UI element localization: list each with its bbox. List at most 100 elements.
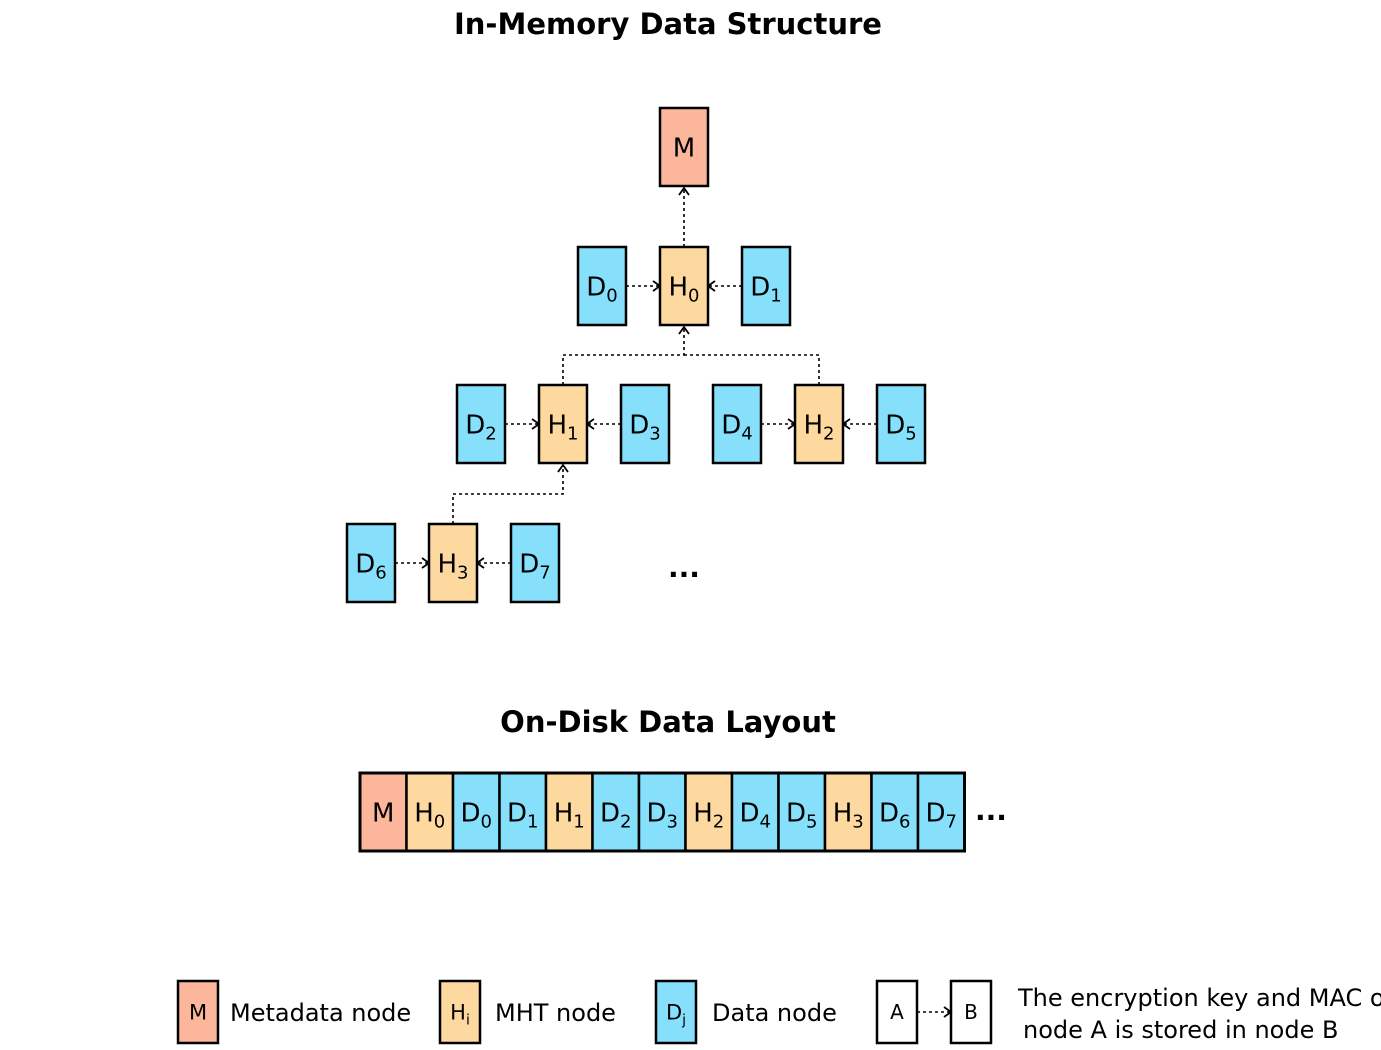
legend-node-b [949, 979, 993, 1045]
legend-data-swatch-box [654, 979, 698, 1045]
tree-node-d4: D4 [711, 383, 763, 465]
tree-node-d3: D3 [619, 383, 671, 465]
legend-metadata-swatch-box [176, 979, 220, 1045]
disk-cell-h1: H1 [544, 771, 594, 853]
tree-node-d7: D7 [509, 522, 561, 604]
tree-node-d6-label: D6 [355, 549, 386, 583]
edge-h3-h1 [452, 465, 564, 524]
tree-node-h3-box [427, 522, 479, 604]
disk-cell-d7: D7 [916, 771, 966, 853]
disk-cell-d1: D1 [498, 771, 548, 853]
on-disk-title: On-Disk Data Layout [500, 705, 836, 739]
tree-node-d1: D1 [740, 245, 792, 327]
tree-node-d5-label: D5 [885, 410, 916, 444]
tree-node-d1-box [740, 245, 792, 327]
disk-cell-h1-box [544, 771, 594, 853]
tree-node-d6: D6 [345, 522, 397, 604]
tree-node-h0-label: H0 [668, 272, 699, 306]
tree-node-d7-box [509, 522, 561, 604]
disk-cell-m-label: M [372, 798, 394, 828]
legend-mht-swatch-label: Hi [450, 1001, 470, 1029]
tree-node-d3-box [619, 383, 671, 465]
tree-node-m: M [658, 106, 710, 188]
tree-node-d0-box [576, 245, 628, 327]
tree-ellipsis: ... [668, 551, 700, 584]
disk-cell-d0-label: D0 [461, 798, 492, 832]
tree-node-d6-box [345, 522, 397, 604]
disk-cell-h0-box [405, 771, 455, 853]
disk-cell-h0-label: H0 [414, 798, 445, 832]
disk-cell-m: M [358, 771, 408, 853]
tree-node-m-box [658, 106, 710, 188]
tree-node-h1-box [537, 383, 589, 465]
disk-cell-d1-label: D1 [507, 798, 538, 832]
disk-cell-d3: D3 [637, 771, 687, 853]
disk-cell-d5: D5 [777, 771, 827, 853]
legend-data-swatch: Dj [654, 979, 698, 1045]
disk-cell-h2-label: H2 [693, 798, 724, 832]
tree-node-d1-label: D1 [750, 272, 781, 306]
legend-metadata-label: Metadata node [230, 999, 412, 1027]
edge-h3-h1-head [557, 463, 569, 473]
legend-metadata-swatch: M [176, 979, 220, 1045]
tree-node-h2-box [793, 383, 845, 465]
disk-cell-d4-label: D4 [740, 798, 771, 832]
disk-cell-h2: H2 [684, 771, 734, 853]
legend-data-label: Data node [712, 999, 837, 1027]
disk-cell-h3: H3 [823, 771, 873, 853]
tree-node-d4-label: D4 [721, 410, 752, 444]
disk-layout-row: M H0 D0 D1 H1 D2 D3 H2 D4 D5 H3 D6 D7 [358, 771, 966, 853]
legend-mht-swatch-box [438, 979, 482, 1045]
legend-mht-swatch: Hi [438, 979, 482, 1045]
disk-cell-d6: D6 [870, 771, 920, 853]
disk-cell-h0: H0 [405, 771, 455, 853]
tree-node-d2: D2 [455, 383, 507, 465]
legend-arrow-head [943, 1006, 953, 1018]
tree-node-d3-label: D3 [629, 410, 660, 444]
disk-cell-d4: D4 [730, 771, 780, 853]
disk-cell-d3-label: D3 [647, 798, 678, 832]
tree-node-d5-box [875, 383, 927, 465]
legend-node-b-label: B [964, 1000, 978, 1024]
tree-node-h1: H1 [537, 383, 589, 465]
tree-node-d2-box [455, 383, 507, 465]
in-memory-title: In-Memory Data Structure [454, 7, 882, 41]
tree-node-h0: H0 [658, 245, 710, 327]
disk-cell-d5-label: D5 [786, 798, 817, 832]
tree-node-d2-label: D2 [465, 410, 496, 444]
edge-h2-h0 [684, 354, 820, 385]
legend-node-a-label: A [890, 1000, 904, 1024]
disk-cell-h3-label: H3 [833, 798, 864, 832]
tree-node-h2-label: H2 [803, 410, 834, 444]
tree-node-h1-label: H1 [547, 410, 578, 444]
tree-node-m-label: M [673, 133, 695, 163]
tree-node-d0-label: D0 [586, 272, 617, 306]
legend-mht-label: MHT node [495, 999, 616, 1027]
disk-cell-d0: D0 [451, 771, 501, 853]
disk-layout-border [358, 771, 966, 853]
legend-data-swatch-label: Dj [666, 1001, 686, 1029]
edge-h1-h0-head [678, 325, 690, 335]
edge-h0-m-head [678, 186, 690, 196]
tree-node-h0-box [658, 245, 710, 327]
legend-metadata-swatch-label: M [189, 1001, 207, 1025]
disk-cell-d7-label: D7 [926, 798, 957, 832]
tree-node-d4-box [711, 383, 763, 465]
disk-cell-h1-label: H1 [554, 798, 585, 832]
disk-cell-d2: D2 [591, 771, 641, 853]
legend-relation-line2: node A is stored in node B [1023, 1016, 1339, 1044]
tree-node-d5: D5 [875, 383, 927, 465]
tree-node-h3: H3 [427, 522, 479, 604]
edge-h1-h0 [562, 327, 685, 385]
tree-node-h3-label: H3 [437, 549, 468, 583]
tree-node-d0: D0 [576, 245, 628, 327]
disk-cell-d6-label: D6 [879, 798, 910, 832]
disk-ellipsis: ... [975, 794, 1007, 827]
legend-relation-line1: The encryption key and MAC of [1018, 984, 1381, 1012]
tree-node-h2: H2 [793, 383, 845, 465]
disk-cell-d2-label: D2 [600, 798, 631, 832]
tree-node-d7-label: D7 [519, 549, 550, 583]
legend-node-a [875, 979, 919, 1045]
